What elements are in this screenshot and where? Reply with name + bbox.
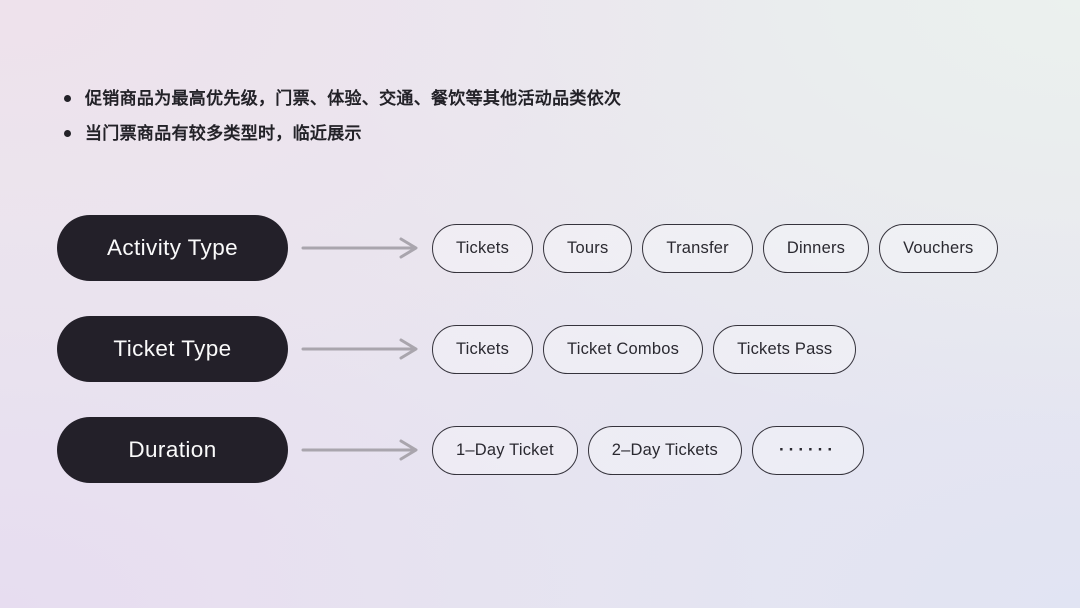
chip-1-day-ticket: 1–Day Ticket xyxy=(432,425,578,475)
chip-label: Tickets Pass xyxy=(737,339,833,358)
chip-group-duration: 1–Day Ticket 2–Day Tickets ······ xyxy=(432,425,864,475)
notes-list: 促销商品为最高优先级，门票、体验、交通、餐饮等其他活动品类依次 当门票商品有较多… xyxy=(64,88,621,144)
category-pill-label: Duration xyxy=(128,437,217,462)
chip-group-ticket-type: Tickets Ticket Combos Tickets Pass xyxy=(432,324,857,374)
chip-transfer: Transfer xyxy=(642,223,753,273)
chip-ticket-combos: Ticket Combos xyxy=(543,324,704,374)
chip-label: Tours xyxy=(567,238,609,257)
bullet-icon xyxy=(64,130,71,137)
chip-label: 1–Day Ticket xyxy=(456,440,554,459)
arrow-right-icon xyxy=(301,338,418,360)
note-text: 当门票商品有较多类型时，临近展示 xyxy=(85,124,362,143)
list-item: 当门票商品有较多类型时，临近展示 xyxy=(64,123,621,144)
chip-vouchers: Vouchers xyxy=(879,223,998,273)
chip-label: Ticket Combos xyxy=(567,339,680,358)
chip-tickets: Tickets xyxy=(432,223,534,273)
category-pill-label: Activity Type xyxy=(106,235,239,260)
chip-group-activity-type: Tickets Tours Transfer Dinners Vouchers xyxy=(432,223,998,273)
chip-tickets-pass: Tickets Pass xyxy=(713,324,857,374)
category-pill-ticket-type: Ticket Type xyxy=(57,316,288,382)
category-pill-label: Ticket Type xyxy=(113,336,232,361)
category-pill-duration: Duration xyxy=(57,417,288,483)
arrow-right-icon xyxy=(301,237,418,259)
chip-label: Vouchers xyxy=(903,238,974,257)
chip-2-day-tickets: 2–Day Tickets xyxy=(587,425,743,475)
category-row-activity-type: Activity Type Tickets Tours Transfer Din… xyxy=(57,215,998,281)
chip-dinners: Dinners xyxy=(762,223,870,273)
category-pill-activity-type: Activity Type xyxy=(57,215,288,281)
bullet-icon xyxy=(64,95,71,102)
chip-label: Transfer xyxy=(666,238,729,257)
chip-label: Dinners xyxy=(786,238,846,257)
chip-more-ellipsis: ······ xyxy=(752,425,864,475)
chip-label: ······ xyxy=(779,440,837,459)
chip-label: 2–Day Tickets xyxy=(611,440,719,459)
category-row-ticket-type: Ticket Type Tickets Ticket Combos Ticket… xyxy=(57,316,857,382)
arrow-right-icon xyxy=(301,439,418,461)
category-row-duration: Duration 1–Day Ticket 2–Day Tickets ····… xyxy=(57,417,864,483)
note-text: 促销商品为最高优先级，门票、体验、交通、餐饮等其他活动品类依次 xyxy=(85,89,622,108)
chip-label: Tickets xyxy=(456,238,510,257)
chip-label: Tickets xyxy=(456,339,510,358)
list-item: 促销商品为最高优先级，门票、体验、交通、餐饮等其他活动品类依次 xyxy=(64,88,621,109)
chip-tours: Tours xyxy=(543,223,633,273)
chip-tickets: Tickets xyxy=(432,324,534,374)
